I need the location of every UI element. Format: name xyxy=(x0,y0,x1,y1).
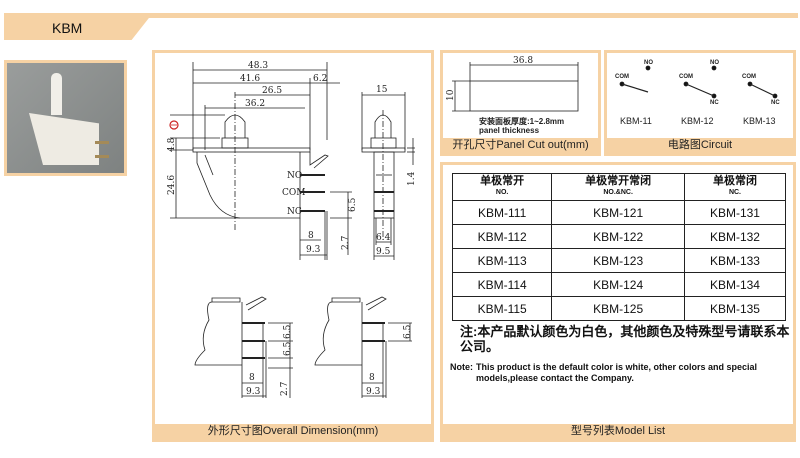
header-cn: 单极常开 xyxy=(480,175,525,187)
table-header-row: 单极常开 NO. 单极常开常闭 NO.&NC. 单极常闭 NC. xyxy=(451,173,787,201)
model-list-caption: 型号列表Model List xyxy=(443,424,793,439)
table-cell: KBM-124 xyxy=(551,272,685,297)
table-cell: KBM-135 xyxy=(683,296,787,321)
switch-plunger xyxy=(51,73,62,115)
table-cell: KBM-121 xyxy=(551,200,685,225)
header-no-nc: 单极常开常闭 NO.&NC. xyxy=(551,173,685,201)
table-cell: KBM-133 xyxy=(683,248,787,273)
header-tab xyxy=(4,13,149,40)
header-no: 单极常开 NO. xyxy=(451,173,553,201)
table-cell: KBM-114 xyxy=(451,272,553,297)
table-cell: KBM-134 xyxy=(683,272,787,297)
overall-dimension-caption: 外形尺寸图Overall Dimension(mm) xyxy=(155,424,431,439)
header-en: NO. xyxy=(495,189,509,196)
header-en: NO.&NC. xyxy=(603,189,633,196)
table-cell: KBM-113 xyxy=(451,248,553,273)
table-cell: KBM-123 xyxy=(551,248,685,273)
table-cell: KBM-131 xyxy=(683,200,787,225)
header-line xyxy=(4,13,798,18)
note-en-label: Note: xyxy=(450,362,473,372)
header-cn: 单极常开常闭 xyxy=(585,175,652,187)
panel-cutout-panel: 开孔尺寸Panel Cut out(mm) xyxy=(440,50,601,156)
note-en-text: This product is the default color is whi… xyxy=(476,362,758,383)
switch-terminal xyxy=(95,155,109,158)
product-photo xyxy=(4,60,127,176)
table-cell: KBM-111 xyxy=(451,200,553,225)
table-cell: KBM-112 xyxy=(451,224,553,249)
header-en: NC. xyxy=(728,189,741,196)
table-cell: KBM-115 xyxy=(451,296,553,321)
switch-terminal xyxy=(95,141,109,144)
header-title: KBM xyxy=(52,20,83,36)
panel-cutout-caption: 开孔尺寸Panel Cut out(mm) xyxy=(443,138,598,153)
table-cell: KBM-125 xyxy=(551,296,685,321)
note-en: Note: This product is the default color … xyxy=(450,362,790,384)
circuit-caption: 电路图Circuit xyxy=(607,138,793,153)
switch-body xyxy=(29,113,99,165)
note-cn: 注:本产品默认颜色为白色，其他颜色及特殊型号请联系本公司。 xyxy=(460,324,790,354)
table-cell: KBM-122 xyxy=(551,224,685,249)
overall-dimension-panel: 外形尺寸图Overall Dimension(mm) xyxy=(152,50,434,442)
header-cn: 单极常闭 xyxy=(712,175,757,187)
circuit-panel: 电路图Circuit xyxy=(604,50,796,156)
header-nc: 单极常闭 NC. xyxy=(683,173,787,201)
table-cell: KBM-132 xyxy=(683,224,787,249)
